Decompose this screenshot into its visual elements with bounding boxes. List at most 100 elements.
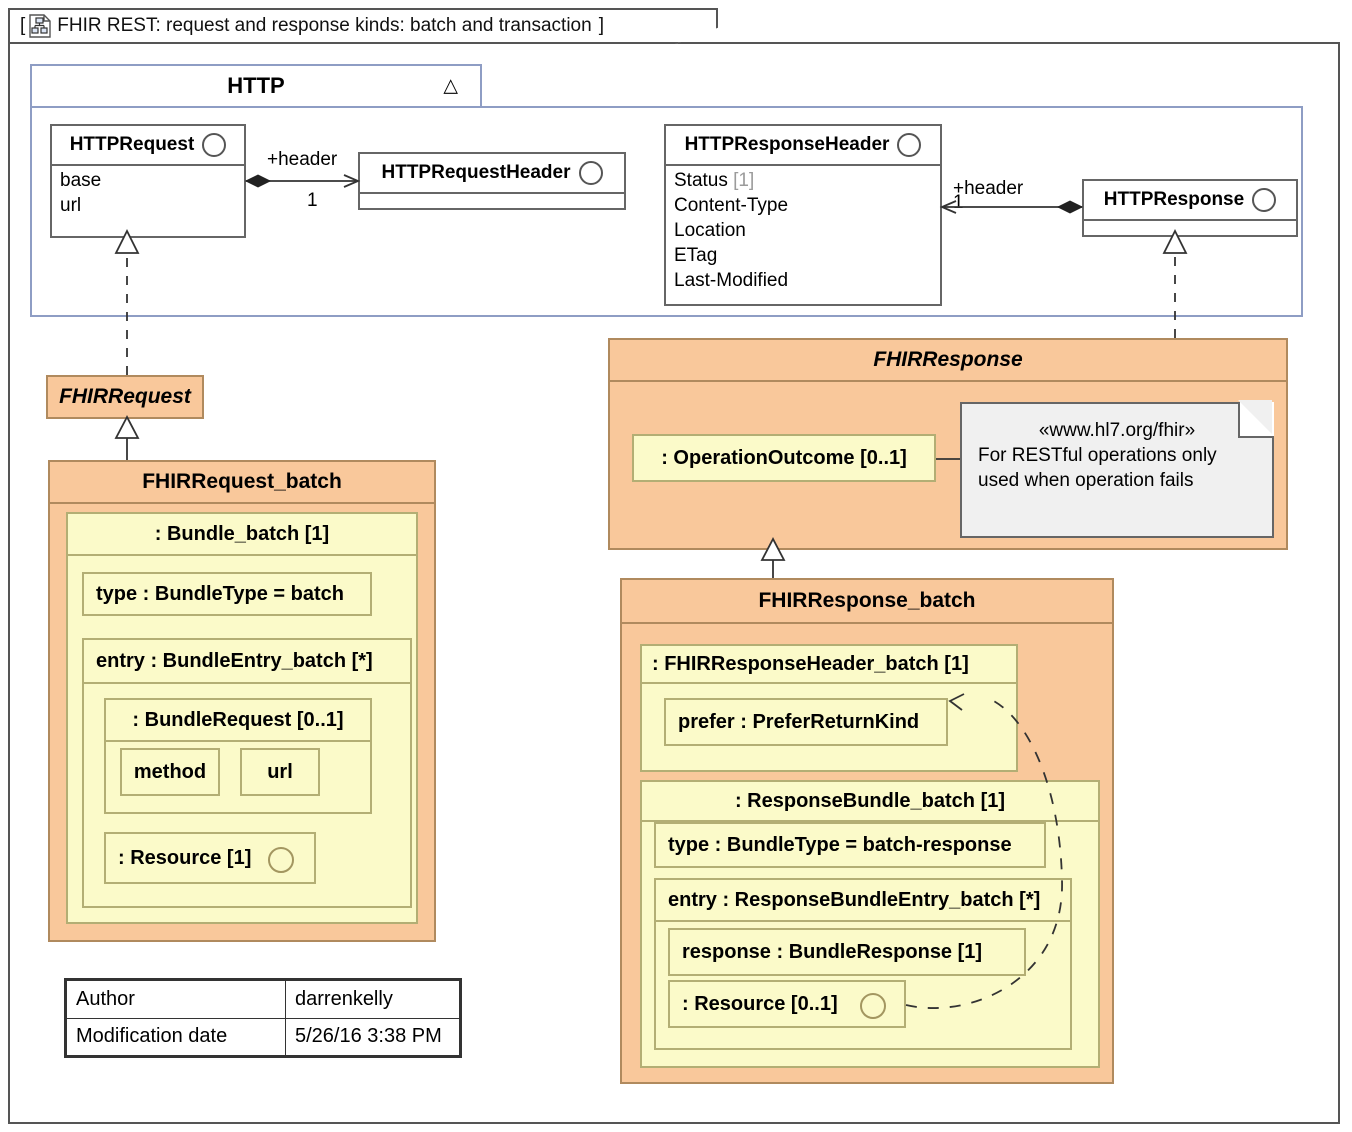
part-type-response-label: type : BundleType = batch-response: [668, 833, 1012, 856]
part-prefer-label: prefer : PreferReturnKind: [678, 710, 920, 733]
class-fhirrequest-batch-header: FHIRRequest_batch: [50, 462, 434, 504]
class-httpresponseheader-name: HTTPResponseHeader: [684, 134, 890, 155]
class-httprequest[interactable]: HTTPRequest base url: [50, 124, 246, 238]
part-response-row: response : BundleResponse [1]: [670, 930, 1024, 974]
part-operationoutcome-name: : OperationOutcome [0..1]: [661, 446, 907, 469]
part-bundlerequest-name: : BundleRequest [0..1]: [132, 708, 344, 731]
part-prefer-row: prefer : PreferReturnKind: [666, 700, 946, 744]
class-httpresponse-name: HTTPResponse: [1103, 189, 1245, 210]
part-resource-response-header: : Resource [0..1]: [670, 982, 904, 1026]
part-entry-response-label: entry : ResponseBundleEntry_batch [*]: [668, 888, 1041, 911]
assoc-request-header-mult: 1: [307, 190, 318, 211]
part-response-label: response : BundleResponse [1]: [682, 940, 983, 963]
package-collapse-icon[interactable]: △: [443, 75, 458, 97]
part-type-label: type : BundleType = batch: [96, 582, 344, 605]
part-entry-header: entry : BundleEntry_batch [*]: [84, 640, 410, 684]
frame-title-text: FHIR REST: request and response kinds: b…: [57, 15, 592, 36]
class-fhirresponse-header: FHIRResponse: [610, 340, 1286, 382]
part-fhirresponseheader-batch-header: : FHIRResponseHeader_batch [1]: [642, 646, 1016, 684]
class-httprequest-attributes: base url: [52, 166, 244, 220]
part-bundlerequest-method[interactable]: method: [120, 748, 220, 796]
attribute-url: url: [60, 195, 82, 216]
attribute-content-type: Content-Type: [674, 195, 789, 216]
part-resource-request-header: : Resource [1]: [106, 834, 314, 882]
class-httprequestheader[interactable]: HTTPRequestHeader: [358, 152, 626, 210]
attribute-status-name: Status: [674, 170, 728, 191]
part-bundlerequest-url[interactable]: url: [240, 748, 320, 796]
modification-date-value: 5/26/16 3:38 PM: [285, 1017, 460, 1056]
note-line-1: For RESTful operations only: [978, 445, 1217, 466]
part-responsebundle-batch-header: : ResponseBundle_batch [1]: [642, 782, 1098, 822]
class-httpresponse[interactable]: HTTPResponse: [1082, 179, 1298, 237]
part-type-bundletype-batch-response[interactable]: type : BundleType = batch-response: [654, 822, 1046, 868]
interface-circle-icon: [202, 133, 227, 157]
part-resource-request[interactable]: : Resource [1]: [104, 832, 316, 884]
class-httpresponseheader[interactable]: HTTPResponseHeader Status [1] Content-Ty…: [664, 124, 942, 306]
part-responsebundle-batch-name: : ResponseBundle_batch [1]: [734, 789, 1006, 812]
attribute-last-modified: Last-Modified: [674, 270, 789, 291]
part-operationoutcome-header: : OperationOutcome [0..1]: [634, 436, 934, 480]
note-line-2: used when operation fails: [978, 470, 1194, 491]
interface-circle-icon: [578, 161, 603, 185]
class-httprequestheader-header: HTTPRequestHeader: [360, 154, 624, 194]
part-response-bundleresponse[interactable]: response : BundleResponse [1]: [668, 928, 1026, 976]
class-fhirresponse-batch-name: FHIRResponse_batch: [758, 589, 976, 612]
class-fhirresponse-batch-header: FHIRResponse_batch: [622, 580, 1112, 624]
part-resource-request-name: : Resource [1]: [118, 846, 252, 869]
part-url-row: url: [242, 750, 318, 794]
attribute-base: base: [60, 170, 102, 191]
part-method-row: method: [122, 750, 218, 794]
frame-close-bracket: ]: [598, 15, 604, 36]
attribute-etag: ETag: [674, 245, 718, 266]
class-fhirresponse-name: FHIRResponse: [873, 348, 1023, 371]
class-httprequestheader-attributes: [360, 194, 624, 218]
class-httpresponse-header: HTTPResponse: [1084, 181, 1296, 221]
class-fhirrequest-name: FHIRRequest: [59, 385, 191, 408]
interface-circle-icon: [1252, 188, 1277, 212]
class-diagram-icon: [29, 14, 51, 38]
part-type-response-row: type : BundleType = batch-response: [656, 824, 1044, 866]
part-operationoutcome[interactable]: : OperationOutcome [0..1]: [632, 434, 936, 482]
part-prefer-preferreturnkind[interactable]: prefer : PreferReturnKind: [664, 698, 948, 746]
package-http-tab[interactable]: HTTP △: [30, 64, 482, 108]
attribute-status: Status [1]: [674, 168, 932, 193]
diagram-title-tab: [ FHIR REST: request and response kinds:…: [8, 8, 718, 44]
part-bundle-batch-header: : Bundle_batch [1]: [68, 514, 416, 556]
assoc-request-header-role: +header: [267, 149, 338, 170]
author-value: darrenkelly: [285, 980, 460, 1019]
part-fhirresponseheader-batch-name: : FHIRResponseHeader_batch [1]: [652, 652, 969, 675]
assoc-response-header-role: +header: [953, 178, 1024, 199]
class-httprequest-header: HTTPRequest: [52, 126, 244, 166]
assoc-response-header-mult: 1: [953, 192, 964, 213]
note-hl7-fhir: «www.hl7.org/fhir» For RESTful operation…: [960, 400, 1274, 538]
part-entry-label: entry : BundleEntry_batch [*]: [96, 649, 373, 672]
class-fhirrequest[interactable]: FHIRRequest: [46, 375, 204, 419]
part-resource-response-name: : Resource [0..1]: [682, 992, 838, 1015]
note-stereotype: «www.hl7.org/fhir»: [1038, 420, 1196, 441]
part-resource-response[interactable]: : Resource [0..1]: [668, 980, 906, 1028]
part-bundle-batch-name: : Bundle_batch [1]: [154, 522, 330, 545]
table-row: Author darrenkelly: [66, 980, 460, 1019]
interface-circle-icon: [897, 133, 922, 157]
part-entry-response-header: entry : ResponseBundleEntry_batch [*]: [656, 880, 1070, 922]
class-httprequest-name: HTTPRequest: [69, 134, 195, 155]
interface-circle-icon: [860, 993, 886, 1019]
table-row: Modification date 5/26/16 3:38 PM: [66, 1017, 460, 1056]
author-table: Author darrenkelly Modification date 5/2…: [64, 978, 462, 1058]
attribute-status-mult: [1]: [733, 170, 755, 191]
class-fhirrequest-header: FHIRRequest: [48, 377, 202, 417]
frame-open-bracket: [: [20, 15, 26, 36]
class-httpresponseheader-header: HTTPResponseHeader: [666, 126, 940, 166]
note-fold-icon: [1238, 400, 1274, 438]
part-bundlerequest-header: : BundleRequest [0..1]: [106, 700, 370, 742]
part-type-bundletype-batch[interactable]: type : BundleType = batch: [82, 572, 372, 616]
part-url-label: url: [267, 760, 293, 783]
class-httpresponseheader-attributes: Status [1] Content-Type Location ETag La…: [666, 166, 940, 295]
class-httpresponse-attributes: [1084, 221, 1296, 245]
attribute-location: Location: [674, 220, 746, 241]
part-method-label: method: [133, 760, 207, 783]
interface-circle-icon: [268, 847, 294, 873]
class-fhirrequest-batch-name: FHIRRequest_batch: [142, 470, 342, 493]
author-label: Author: [66, 980, 286, 1019]
class-httprequestheader-name: HTTPRequestHeader: [381, 162, 571, 183]
